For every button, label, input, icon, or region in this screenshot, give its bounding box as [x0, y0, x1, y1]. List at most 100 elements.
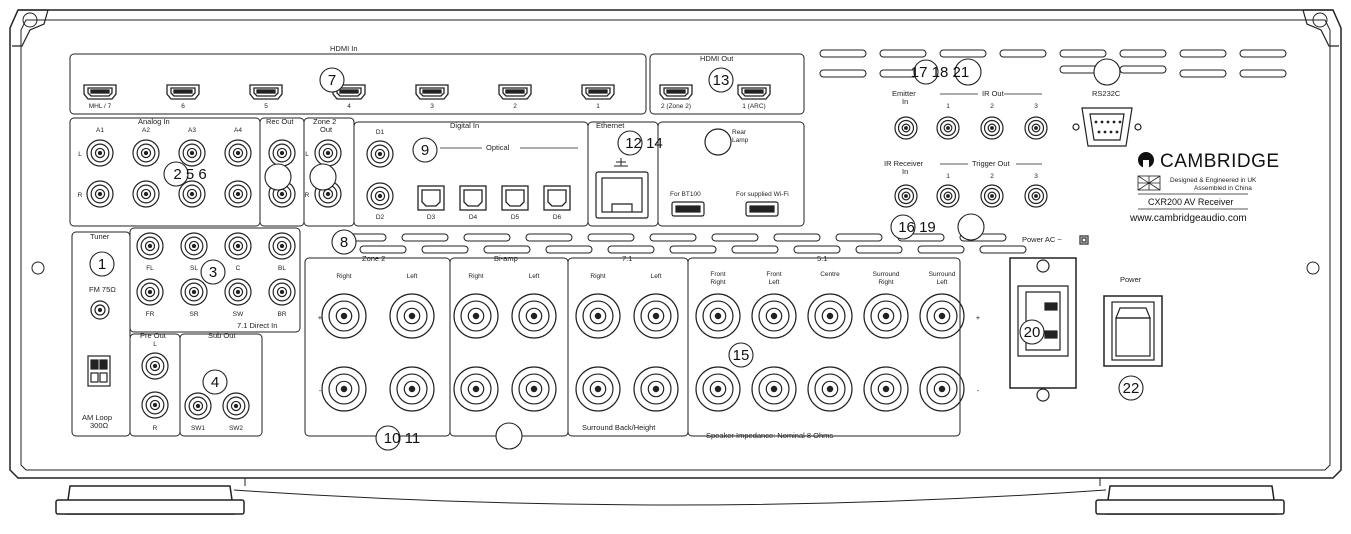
callout-circle — [331, 229, 357, 255]
speaker-terminal-minus — [807, 366, 853, 412]
direct-in-jack — [180, 278, 208, 306]
fm-antenna-jack — [90, 300, 110, 320]
rec-out-jacks: LR — [268, 139, 342, 208]
s71-label: 7.1 — [622, 254, 632, 263]
vent-slot — [545, 245, 593, 254]
hdmi-out-label: HDMI Out — [700, 54, 734, 63]
analog-jack — [224, 180, 252, 208]
trigger-port-label: 2 — [990, 173, 994, 180]
hdmi-in-port-label: 1 — [596, 103, 600, 110]
impedance-label: Speaker Impedance: Nominal 8 Ohms — [706, 431, 833, 440]
polarity-minus-label: - — [977, 386, 980, 395]
emitter-in-label: Emitter — [892, 89, 916, 98]
callout-circle — [1118, 375, 1144, 401]
speaker-terminal-plus — [751, 293, 797, 339]
vent-slot — [587, 233, 635, 242]
speaker-terminal-plus — [863, 293, 909, 339]
speaker-terminal-minus — [751, 366, 797, 412]
callout-number: 22 — [1123, 380, 1140, 397]
trigger-out-jack — [936, 184, 960, 208]
direct-in-label-bottom: SR — [189, 311, 198, 318]
analog-col-label: A2 — [142, 127, 150, 134]
direct-in-label-bottom: FR — [146, 311, 155, 318]
vent-slot — [669, 245, 717, 254]
analog-jack — [86, 139, 114, 167]
rs232c-pin — [1115, 130, 1119, 134]
vent-slot — [959, 233, 1007, 242]
pre-out-jack — [141, 391, 169, 419]
callout-number: 16 19 — [898, 219, 936, 236]
speaker-channel-label: Centre — [820, 271, 840, 278]
analog-jack — [132, 180, 160, 208]
callout-10: 13 — [708, 67, 734, 93]
trigger-out-jack — [1024, 184, 1048, 208]
callout-number: 1 — [98, 256, 106, 273]
speaker-terminal-plus — [389, 293, 435, 339]
speaker-terminal-minus — [321, 366, 367, 412]
hdmi-in-port — [498, 84, 532, 100]
callout-number: 4 — [211, 374, 219, 391]
speaker-channel-label: Left — [769, 279, 780, 286]
sub-out-jack — [222, 392, 250, 420]
vent-slot — [979, 245, 1027, 254]
callout-number: 10 11 — [384, 430, 420, 447]
callout-circle — [375, 425, 401, 451]
digital-in-label: Digital In — [450, 121, 479, 130]
callout-circle — [163, 161, 189, 187]
callout-circle — [913, 59, 939, 85]
trigger-out-jack — [980, 184, 1004, 208]
speaker-channel-label: Left — [407, 273, 418, 280]
vent-slot — [917, 245, 965, 254]
hdmi-in-label: HDMI In — [330, 44, 358, 53]
speaker-terminal-plus — [695, 293, 741, 339]
rs232c-pin — [1109, 130, 1113, 134]
vent-slot — [359, 245, 407, 254]
direct-in-label-bottom: SW — [233, 311, 244, 318]
vent-slot — [999, 49, 1047, 58]
speaker-terminal-plus — [321, 293, 367, 339]
vent-slot — [835, 233, 883, 242]
analog-l-label: L — [78, 151, 82, 158]
rs232c-pin — [1103, 130, 1107, 134]
optical-port — [417, 185, 445, 211]
vent-slot — [649, 233, 697, 242]
ir-out-label: IR Out — [982, 89, 1005, 98]
speaker-channel-label: Right — [336, 273, 351, 280]
optical-port-label: D6 — [553, 214, 562, 221]
vent-slot — [1179, 49, 1227, 58]
hdmi-in-port — [581, 84, 615, 100]
speaker-terminal-minus — [453, 366, 499, 412]
speaker-terminal-plus — [575, 293, 621, 339]
ir-out-port-label: 1 — [946, 103, 950, 110]
ir-receiver-label-b: In — [902, 167, 908, 176]
callout-number: 17 18 21 — [911, 64, 969, 81]
callout-14: 20 — [1019, 319, 1045, 345]
speaker-terminal-plus — [453, 293, 499, 339]
optical-port-label: D3 — [427, 214, 436, 221]
pre-out-r-label: R — [153, 425, 158, 432]
rear-lamp-label: Rear — [732, 129, 747, 136]
coax-jack — [366, 140, 394, 168]
direct-in-jack — [180, 232, 208, 260]
speaker-terminal-plus — [807, 293, 853, 339]
speaker-terminal-minus — [633, 366, 679, 412]
direct-in-jack — [136, 278, 164, 306]
vent-slot — [607, 245, 655, 254]
speaker-terminal-minus — [389, 366, 435, 412]
callout-number: 7 — [328, 72, 336, 89]
am-loop-label: AM Loop — [82, 413, 112, 422]
callout-circle — [89, 251, 115, 277]
hdmi-in-port-label: 2 — [513, 103, 517, 110]
hdmi-out-port — [659, 84, 693, 100]
optical-label: Optical — [486, 143, 510, 152]
callout-circle — [617, 130, 643, 156]
hdmi-in-port-label: 5 — [264, 103, 268, 110]
pre-out-label: Pre Out — [140, 331, 167, 340]
vent-slot — [879, 49, 927, 58]
power-ac-label: Power AC ~ — [1022, 235, 1062, 244]
callout-7: 9 — [412, 137, 438, 163]
